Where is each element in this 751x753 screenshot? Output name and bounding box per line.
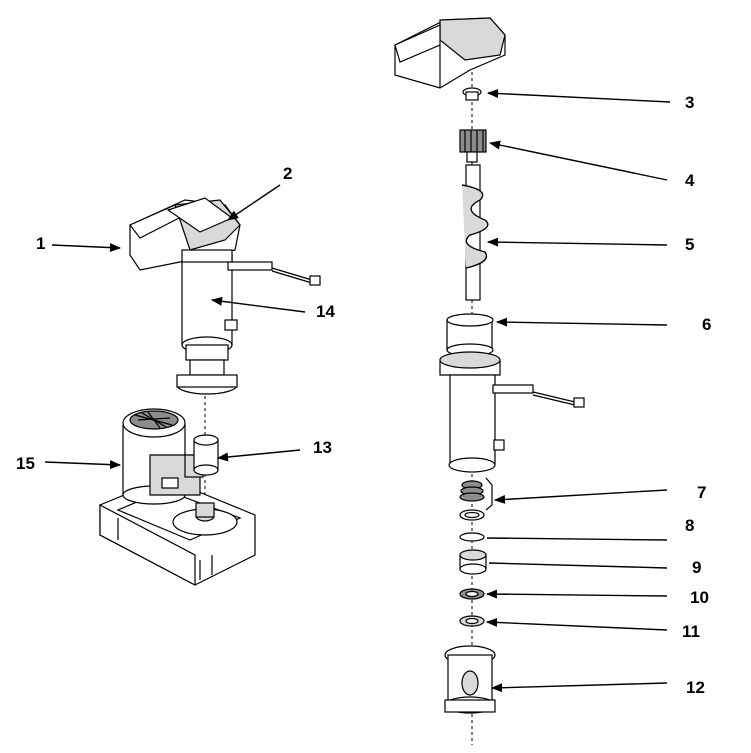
leader-lines [44,89,671,693]
callout-15: 15 [16,454,35,473]
leader-1 [51,243,122,253]
part-9-bushing [459,549,487,575]
callout-12: 12 [686,678,705,697]
part-6-housing [439,313,585,473]
callout-14: 14 [316,302,335,321]
leader-13 [216,449,301,462]
callout-2: 2 [283,164,292,183]
part-3-cap [462,87,482,101]
callout-13: 13 [313,438,332,457]
part-8-o-ring [459,532,485,542]
callout-5: 5 [685,235,694,254]
leader-4 [488,140,668,181]
leader-9 [488,562,668,569]
leader-11 [485,617,668,631]
callout-8: 8 [685,516,694,535]
pump-column [176,254,321,395]
part-12-base [444,645,496,714]
leader-3 [486,89,671,103]
motor [122,408,204,505]
leader-10 [485,589,668,599]
left-assembly [99,197,321,586]
callout-6: 6 [702,315,711,334]
leader-14 [210,296,306,313]
callout-9: 9 [692,558,701,577]
left-discharge-head [129,197,241,271]
coupling [193,434,219,476]
leader-5 [486,237,668,247]
part-4-rotor [459,129,487,163]
leader-8 [486,537,668,541]
callout-1: 1 [36,234,45,253]
leader-2 [227,184,281,221]
part-11-seal [459,615,485,627]
callout-3: 3 [685,93,694,112]
part-10-bearing [459,588,485,600]
part-7-spring [459,477,493,511]
callout-labels: 1 2 3 4 5 6 7 8 9 10 11 12 13 14 15 [16,93,711,697]
leader-15 [44,460,122,470]
callout-4: 4 [685,171,695,190]
gearbox-base [99,477,256,586]
callout-7: 7 [697,483,706,502]
part-5-screw [461,164,489,301]
right-discharge-head [394,17,506,89]
leader-6 [495,317,668,327]
leader-12 [490,682,668,693]
right-assembly [394,17,585,745]
callout-11: 11 [682,622,700,641]
leader-7 [493,489,668,504]
callout-10: 10 [690,588,709,607]
